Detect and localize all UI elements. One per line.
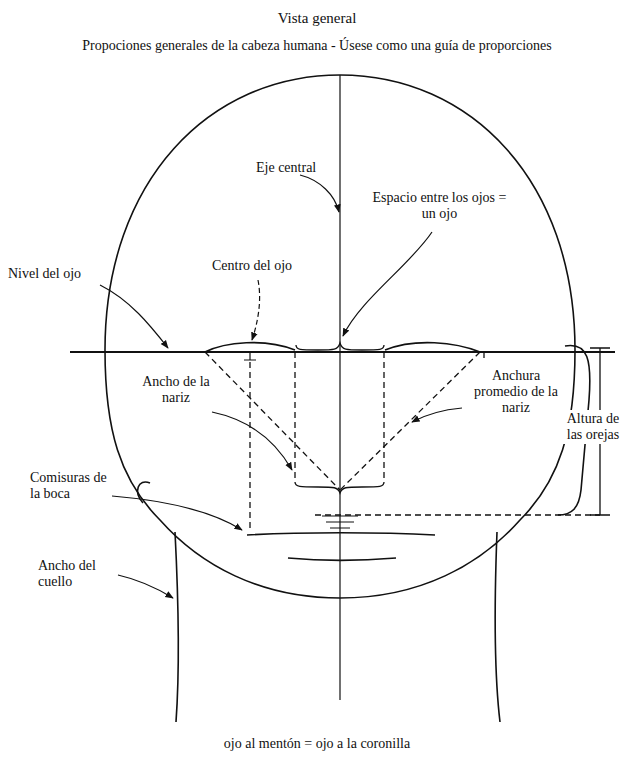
label: Propociones generales de la cabeza human… (2, 38, 630, 54)
title: Vista general (2, 10, 630, 27)
mouth (247, 533, 435, 535)
dashed-guide (249, 362, 250, 532)
leader-line (212, 412, 292, 470)
brace (295, 482, 384, 493)
dashed-guide (294, 352, 295, 482)
leader-line (112, 496, 242, 530)
leader-line (412, 408, 462, 422)
dashed-guide (205, 352, 340, 490)
label: Altura de las orejas (559, 410, 627, 444)
eye (205, 343, 295, 352)
dashed-guide (340, 352, 480, 490)
label: Comisuras de la boca (30, 470, 112, 502)
dashed-guide (383, 352, 384, 482)
leader-line (343, 232, 432, 336)
label: Anchura promedio de la nariz (466, 368, 566, 416)
eye-mark (244, 352, 256, 360)
leader-line (118, 575, 173, 598)
leader-line (100, 285, 168, 348)
lip (288, 558, 396, 560)
label: Espacio entre los ojos = un ojo (372, 190, 507, 222)
eye-level-line (70, 351, 615, 353)
caption: ojo al mentón = ojo a la coronilla (2, 736, 630, 752)
label: Nivel del ojo (8, 266, 108, 282)
label: Ancho de la nariz (140, 374, 212, 406)
dashed-guide (483, 352, 484, 362)
brace (296, 343, 384, 350)
label: Eje central (256, 160, 336, 176)
neck-line (175, 532, 178, 722)
nose-mark (322, 516, 358, 528)
eye (385, 343, 480, 352)
neck-line (495, 532, 500, 722)
label: Centro del ojo (212, 258, 312, 274)
leader-line (252, 280, 260, 340)
label: Ancho del cuello (38, 558, 118, 590)
leader-line (300, 175, 339, 212)
central-axis (339, 75, 340, 700)
